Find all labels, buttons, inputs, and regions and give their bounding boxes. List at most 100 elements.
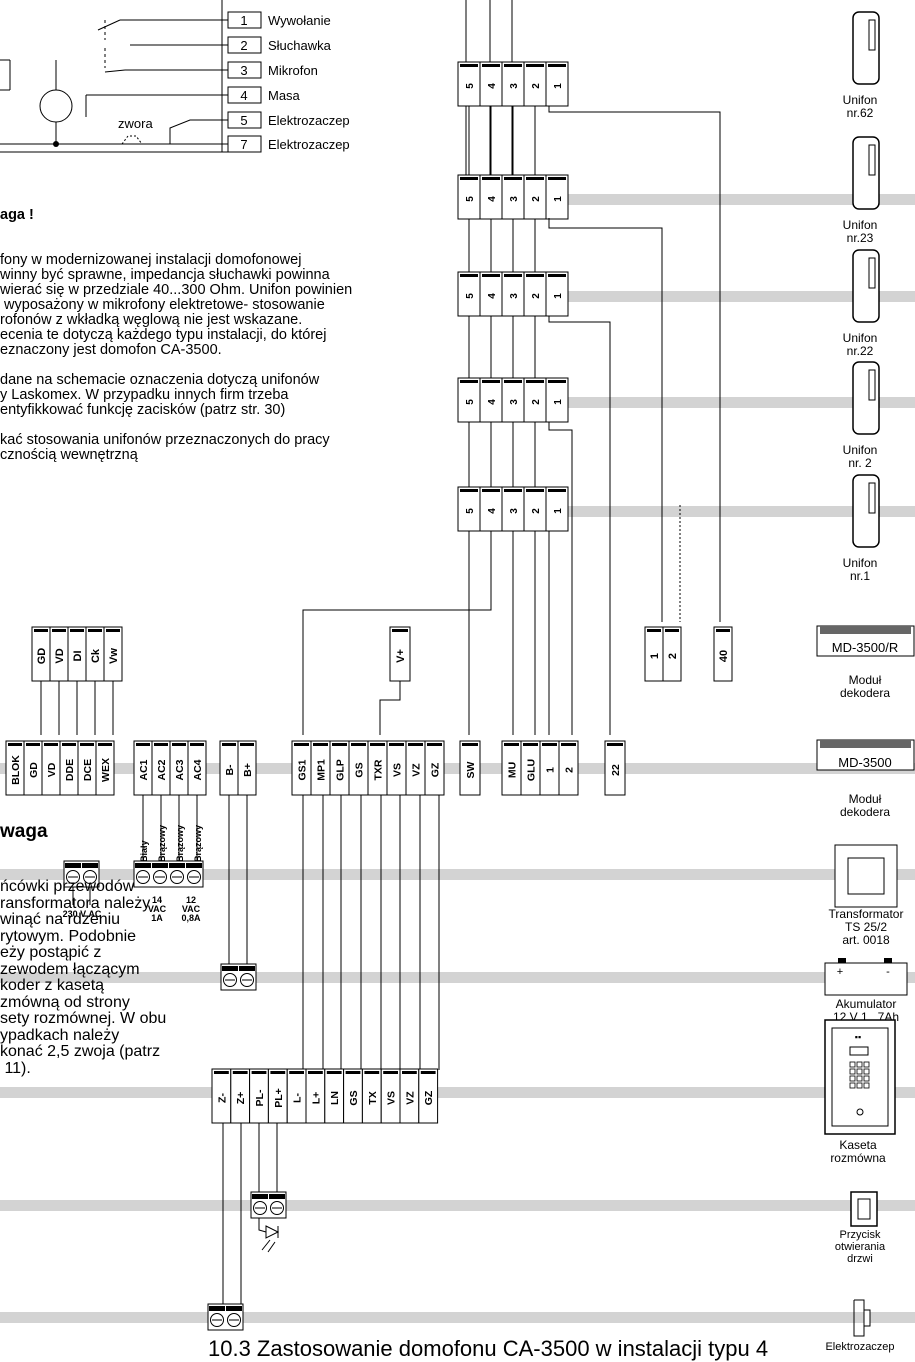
main-strip-block-3-label: GS1	[297, 759, 309, 780]
led-lead	[258, 1218, 267, 1233]
unifon-strip-4-label: 1	[553, 508, 564, 514]
transformer-label: TS 25/2	[845, 920, 887, 934]
handset-cradle	[868, 257, 876, 289]
battery-label: Akumulator	[836, 997, 897, 1011]
led-icon	[265, 1225, 280, 1239]
kaseta-strip-tab	[232, 1071, 248, 1074]
note-2-line: eży postąpić z	[0, 944, 102, 961]
figure-caption: 10.3 Zastosowanie domofonu CA-3500 w ins…	[208, 1336, 769, 1361]
main-strip-block-4-label: SW	[465, 761, 477, 778]
unifon-number: nr.1	[850, 569, 870, 583]
kaseta-key	[856, 1075, 863, 1082]
unifon-strip-3-label: 4	[487, 399, 498, 405]
note-2-title: waga	[0, 821, 48, 842]
note-2-line: zewodem łączącym	[0, 960, 140, 978]
terminal-label: Elektrozaczep	[268, 137, 350, 152]
kaseta-strip-label: Z+	[235, 1092, 247, 1105]
note-1-line: entyfikkować funkcję zacisków (patrz str…	[0, 402, 286, 418]
main-strip-block-5-label: MU	[507, 762, 519, 778]
main-strip-block-5-label: 2	[564, 767, 576, 773]
main-strip-block-3-label: GLP	[335, 759, 347, 781]
unifon-strip-4-tab	[460, 489, 478, 492]
wire-vplus	[379, 681, 401, 735]
ac-screw-terminal-tab	[152, 863, 168, 868]
decoder-r-top-tab	[70, 629, 84, 632]
main-strip-block-5-tab	[504, 743, 519, 746]
note-1-line: wyposażony w mikrofony elektretowe- stos…	[0, 297, 325, 313]
kaseta-key	[856, 1068, 863, 1075]
unifon-strip-4-cell	[545, 486, 569, 532]
v12-label: 12	[186, 895, 196, 905]
main-strip-block-5-label: GLU	[526, 759, 538, 781]
unifon-strip-3-label: 1	[553, 399, 564, 405]
unifon-strip-4-tab	[504, 489, 522, 492]
battery-post	[884, 958, 892, 963]
button-caption: otwierania	[835, 1241, 886, 1253]
note-2-line: koder z kasetą	[0, 977, 105, 994]
unifon-strip-0-label: 1	[553, 83, 564, 89]
decoder-r-addr-cell	[662, 626, 682, 682]
note-1-line: ecenia te dotyczą każdego typu instalacj…	[0, 327, 327, 343]
unifon-strip-4-tab	[548, 489, 566, 492]
note-2-line: ransformatora należy	[0, 894, 151, 912]
main-strip-block-0-cell	[95, 740, 115, 796]
wire-unifon-22	[548, 316, 611, 735]
main-strip-block-5-tab	[523, 743, 538, 746]
note-section-1: aga ! fony w modernizowanej instalacji d…	[0, 178, 352, 478]
transformer-core	[847, 857, 885, 895]
terminal-label: Słuchawka	[268, 38, 332, 53]
main-strip-block-3-tab	[427, 743, 442, 746]
main-band	[0, 763, 915, 774]
main-strip-block-3-tab	[351, 743, 366, 746]
ac-wire-color: Brązowy	[175, 825, 185, 862]
decoder-r-vplus-tab	[392, 629, 408, 632]
wire-5	[169, 119, 228, 144]
unifon-strip-1-tab	[548, 177, 566, 180]
main-strip-block-1-tab	[136, 743, 150, 746]
main-strip-block-5-label: 1	[545, 767, 557, 773]
note-1-line: kać stosowania unifonów przeznaczonych d…	[0, 432, 330, 448]
main-strip-block-6-tab	[607, 743, 623, 746]
main-strip-block-3-label: GS	[354, 762, 366, 777]
main-strip-block-1-tab	[172, 743, 186, 746]
kaseta-strip-tab	[364, 1071, 380, 1074]
kaseta-key	[849, 1061, 856, 1068]
unifon-strip-3-cell	[545, 377, 569, 423]
main-strip-block-3-label: VS	[392, 763, 404, 777]
module-name: MD-3500	[838, 755, 891, 770]
decoder-r-top-label: Ck	[90, 648, 102, 663]
ac-screw-terminal-tab	[186, 863, 202, 868]
battery-band	[0, 972, 915, 983]
unifon-number: nr.22	[847, 344, 874, 358]
handset-cradle	[868, 144, 876, 176]
kaseta-strip-label: LN	[329, 1091, 341, 1105]
note-2-line: konać 2,5 zwoja (patrz	[0, 1043, 161, 1060]
unifon-strip-2-label: 2	[531, 293, 542, 299]
module-connector	[820, 740, 911, 748]
kaseta-key	[863, 1061, 870, 1068]
ac-wire-color: Brązowy	[193, 825, 203, 862]
module-caption: dekodera	[840, 805, 890, 819]
decoder-r-top-label: Vw	[108, 648, 120, 664]
lock-bolt	[863, 1309, 871, 1327]
main-strip-block-5-tab	[542, 743, 557, 746]
main-strip-block-2-label: B-	[224, 764, 236, 776]
decoder-r-top-label: DI	[72, 651, 84, 662]
decoder-r-top-tab	[52, 629, 66, 632]
kaseta-strip-label: L+	[310, 1092, 322, 1105]
unifon-strip-1-cell	[545, 174, 569, 220]
kaseta-strip-tab	[402, 1071, 417, 1074]
terminal-number: 5	[240, 113, 247, 128]
decoder-r-top-tab	[88, 629, 102, 632]
note-1-line: eznaczony jest domofon CA-3500.	[0, 342, 222, 358]
unifon-strip-4-label: 5	[465, 508, 476, 514]
note-1-line: rofonów z wkładką węglową nie jest wskaz…	[0, 312, 303, 328]
module-r-caption: dekodera	[840, 686, 890, 700]
main-strip-block-3-label: VZ	[411, 763, 423, 777]
transformer-label: art. 0018	[842, 933, 890, 947]
note-2-line: rytowym. Podobnie	[0, 927, 137, 945]
kaseta-strip-label: PL+	[273, 1088, 285, 1108]
main-strip-block-0-tab	[98, 743, 112, 746]
unifon-strip-4-label: 3	[509, 508, 520, 514]
main-strip-block-3-label: GZ	[430, 762, 442, 777]
